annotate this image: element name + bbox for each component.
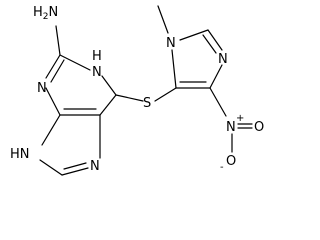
bond-c6-n1 <box>101 75 117 96</box>
pyrimidine-ring <box>45 25 117 116</box>
nitro-oxygen-bottom-charge: - <box>220 162 224 173</box>
n3prime-label: N <box>218 52 228 67</box>
nitro-group <box>209 87 253 153</box>
nitro-oxygen-right-label: O <box>254 120 264 135</box>
n3-label: N <box>37 81 47 96</box>
bond-c6-s <box>115 94 144 102</box>
bond-n3-c4 <box>45 87 61 116</box>
bond-c2-n3-double <box>50 59 65 83</box>
bond-n1prime-c2prime <box>179 29 209 41</box>
sulfur-label: S <box>143 96 151 111</box>
methylimidazole-ring <box>157 5 223 89</box>
bond-c2-n3 <box>45 54 61 79</box>
n1-hydrogen-label: H <box>92 49 102 64</box>
amine-label: H2N <box>33 5 58 22</box>
molecule-canvas: H2N N H N HN N S N N N + O O - <box>10 5 264 176</box>
bond-c2prime-n3prime-double <box>202 34 217 54</box>
thioether-link <box>115 87 177 102</box>
bond-c8-n7 <box>61 167 89 176</box>
bond-c4-n9 <box>41 114 61 146</box>
bond-c2-n1 <box>59 54 91 71</box>
n9-label: HN <box>10 147 30 162</box>
imidazole-fused-ring <box>39 114 101 176</box>
bond-c4prime-nnitro <box>209 87 227 117</box>
bond-c2prime-n3prime <box>207 29 223 51</box>
bond-c8-n7-double <box>63 162 87 170</box>
n1prime-label: N <box>166 36 176 51</box>
n1-label: N <box>92 65 102 80</box>
bond-c2-amine <box>55 25 61 56</box>
nitro-oxygen-bottom-label: O <box>226 154 236 169</box>
bond-n9-c8 <box>39 159 63 176</box>
bond-c5-c6 <box>99 94 117 116</box>
bond-n1prime-methyl <box>157 5 169 34</box>
nitro-nitrogen-charge: + <box>236 113 244 124</box>
bond-s-c5prime <box>154 87 177 102</box>
nitro-nitrogen-label: N <box>226 120 236 135</box>
bond-c5prime-n1prime <box>171 49 177 89</box>
molecule-structure-diagram: H2N N H N HN N S N N N + O O - <box>10 5 264 176</box>
bond-n3prime-c4prime <box>209 64 223 89</box>
n7-label: N <box>90 159 100 174</box>
